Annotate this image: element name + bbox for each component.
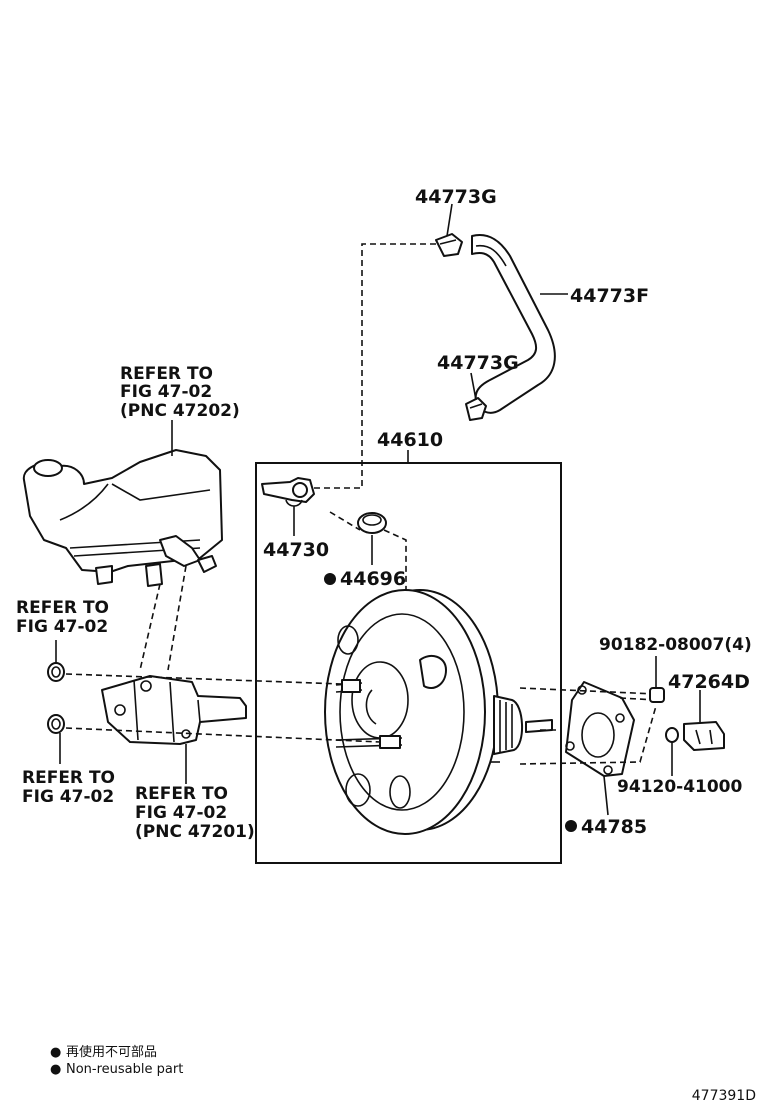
non-reusable-marker-44696 (324, 573, 336, 585)
brake-booster-body (324, 589, 553, 835)
hose-clip-44773G-top (435, 233, 463, 257)
ref-master-cyl-line3: (PNC 47201) (135, 822, 255, 842)
label-44773F: 44773F (570, 285, 649, 307)
ref-master-cyl-line1: REFER TO (135, 784, 228, 804)
label-44785: 44785 (581, 816, 647, 838)
label-44610: 44610 (377, 429, 443, 451)
ref-lower-left-line2: FIG 47-02 (22, 787, 114, 807)
diagram-code: 477391D (692, 1088, 756, 1104)
clevis-47264D (683, 721, 725, 751)
ref-upper-left-line2: FIG 47-02 (16, 617, 108, 637)
ref-reservoir-line1: REFER TO (120, 364, 213, 384)
nut-90182 (649, 687, 665, 703)
check-valve-44730 (261, 477, 315, 507)
vacuum-hose-44773F (471, 234, 556, 414)
ref-master-cyl-line2: FIG 47-02 (135, 803, 227, 823)
ref-reservoir-line2: FIG 47-02 (120, 382, 212, 402)
ref-reservoir-line3: (PNC 47202) (120, 401, 240, 421)
seal-upper-left (47, 662, 65, 682)
label-94120: 94120-41000 (617, 777, 743, 797)
clip-94120 (665, 727, 679, 743)
legend-symbol-jp: ● (50, 1045, 61, 1060)
label-90182: 90182-08007(4) (599, 635, 752, 655)
label-47264D: 47264D (668, 671, 750, 693)
ref-upper-left-line1: REFER TO (16, 598, 109, 618)
label-44773G-top: 44773G (415, 186, 497, 208)
grommet-44696 (357, 512, 387, 534)
legend-text-en: Non-reusable part (66, 1062, 183, 1077)
label-44773G-mid: 44773G (437, 352, 519, 374)
ref-lower-left-line1: REFER TO (22, 768, 115, 788)
legend-text-jp: 再使用不可部品 (66, 1044, 157, 1060)
label-44730: 44730 (263, 539, 329, 561)
label-44696: 44696 (340, 568, 406, 590)
gasket-44785 (565, 681, 635, 777)
master-cylinder (101, 675, 247, 745)
legend-symbol-en: ● (50, 1062, 61, 1077)
brake-fluid-reservoir (22, 449, 223, 587)
non-reusable-marker-44785 (565, 820, 577, 832)
seal-lower-left (47, 714, 65, 734)
